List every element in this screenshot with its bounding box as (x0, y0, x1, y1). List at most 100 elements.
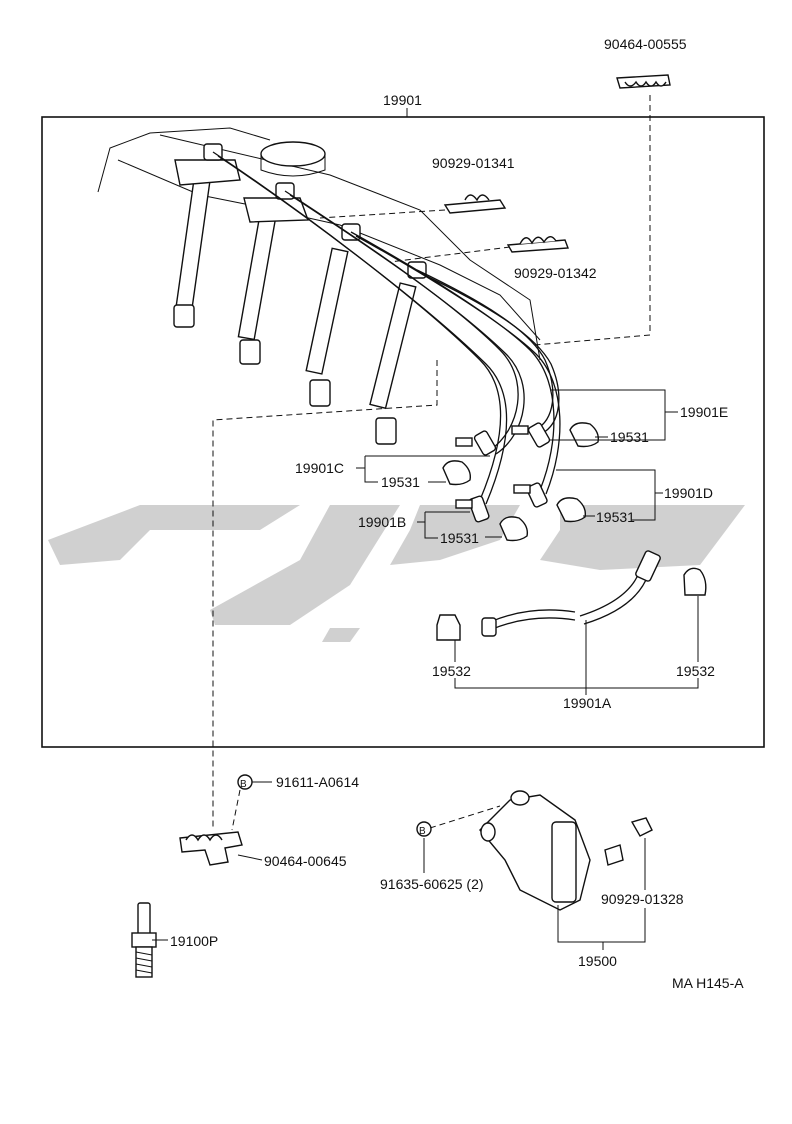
top-clamp (616, 74, 671, 89)
dash-clamp-342 (389, 246, 511, 263)
coil-pack (551, 821, 577, 903)
plug-boot-plate-2 (243, 197, 309, 223)
label-leaders (152, 389, 699, 950)
wire-end-connectors (455, 422, 551, 523)
dash-bottom-clamp (212, 360, 438, 830)
frame-clamps (443, 194, 569, 253)
bolt-marker-2: B (419, 826, 426, 837)
plug-tube-cap-1 (173, 304, 195, 328)
label-coil: 19500 (578, 953, 617, 969)
label-boot-d: 19531 (596, 509, 635, 525)
wire-end-b (468, 495, 490, 523)
cord-a-end-right (635, 550, 661, 582)
bracket-19901D (556, 469, 656, 521)
plug-tube-2 (237, 212, 277, 341)
label-boot-left: 19532 (432, 663, 471, 679)
boot-19532-left (436, 614, 461, 641)
cord-a-end-left (481, 617, 497, 637)
wire-end-e (527, 422, 551, 448)
wire-c-b (289, 194, 525, 455)
plug-tubes (173, 143, 427, 445)
plug-tube-3 (305, 247, 349, 375)
cord-a-wire-left-2 (489, 617, 576, 631)
label-diagram-code: MA H145-A (672, 975, 744, 991)
boot-19531-e (569, 422, 600, 448)
boot-19531-c (442, 460, 472, 486)
wire-set-frame (41, 116, 765, 748)
dash-bolt-b (429, 805, 501, 829)
wire-end-c-pin (455, 437, 473, 447)
bracket-19901B (424, 511, 470, 539)
label-clamp-coil: 90929-01328 (601, 891, 684, 907)
wire-end-d (526, 482, 548, 508)
lead-clamp-bottom (237, 854, 263, 861)
dash-clamp-341 (319, 209, 446, 219)
label-cord-d: 19901D (664, 485, 713, 501)
wire-e-a (416, 269, 554, 431)
spark-plug-thread-lines (135, 951, 153, 974)
cord-a-wire-right-2 (583, 574, 649, 625)
cord-a-wire-right (579, 569, 641, 617)
label-wire-set: 19901 (383, 92, 422, 108)
label-bolt-b: 91635-60625 (2) (380, 876, 484, 892)
dash-top-clamp (534, 95, 651, 346)
label-clamp-a: 90929-01341 (432, 155, 515, 171)
coil-connector (604, 844, 624, 866)
dash-bolt-a (231, 789, 241, 831)
label-boot-e: 19531 (610, 429, 649, 445)
bottom-clamp-slots (185, 834, 223, 842)
label-cord-a: 19901A (563, 695, 612, 711)
plug-tube-cap-3 (309, 379, 331, 407)
bottom-clamp-body (179, 831, 243, 866)
oil-cap-side (260, 154, 326, 177)
wire-end-b-pin (455, 499, 473, 509)
watermark-shape-1 (48, 505, 300, 565)
bracket-19500 (557, 905, 646, 943)
label-clamp-bottom: 90464-00645 (264, 853, 347, 869)
label-cord-e: 19901E (680, 404, 728, 420)
bolt-marker-circle-2 (416, 821, 432, 837)
plug-tube-cap-2 (239, 339, 261, 365)
plug-tube-1 (175, 178, 211, 311)
label-cord-b: 19901B (358, 514, 406, 530)
label-boot-b: 19531 (440, 530, 479, 546)
ignition-coil (479, 790, 653, 911)
label-spark-plug: 19100P (170, 933, 218, 949)
label-boot-right: 19532 (676, 663, 715, 679)
watermark (48, 505, 745, 642)
cord-a-wire-left (489, 609, 576, 623)
spark-plug (131, 902, 157, 978)
wire-end-e-pin (511, 425, 529, 435)
cord-a-assembly (436, 550, 707, 641)
bottom-clamp (179, 831, 243, 866)
wire-d-b (355, 235, 561, 495)
label-clamp-top: 90464-00555 (604, 36, 687, 52)
part-labels: 90464-00555 19901 90929-01341 90929-0134… (170, 36, 744, 991)
top-clamp-slots (624, 80, 667, 87)
clamp-341-slots (464, 194, 490, 202)
bolt-marker-circle-1 (237, 774, 253, 790)
coil-bracket (480, 822, 496, 842)
engine-edge-back (159, 134, 541, 361)
bracket-19901A (454, 678, 699, 689)
plug-tube-4 (369, 282, 417, 410)
wire-d-a (350, 231, 555, 491)
bracket-19901E (550, 389, 666, 441)
boot-19531-b (499, 516, 529, 542)
wire-end-d-pin (513, 484, 531, 494)
wire-b-b (217, 155, 508, 505)
watermark-shape-2 (210, 505, 400, 625)
engine-edge-top (97, 127, 271, 193)
spark-plug-insulator (137, 902, 151, 936)
plug-tube-cap-4 (375, 417, 397, 445)
watermark-shape-3 (390, 505, 520, 565)
bolt-marker-1: B (240, 779, 247, 790)
label-boot-c: 19531 (381, 474, 420, 490)
watermark-dot (322, 628, 360, 642)
boot-19531-d (556, 497, 587, 523)
boots-19531 (442, 422, 600, 542)
clamp-342-slots (519, 236, 557, 245)
label-bolt-a: 91611-A0614 (276, 774, 359, 790)
